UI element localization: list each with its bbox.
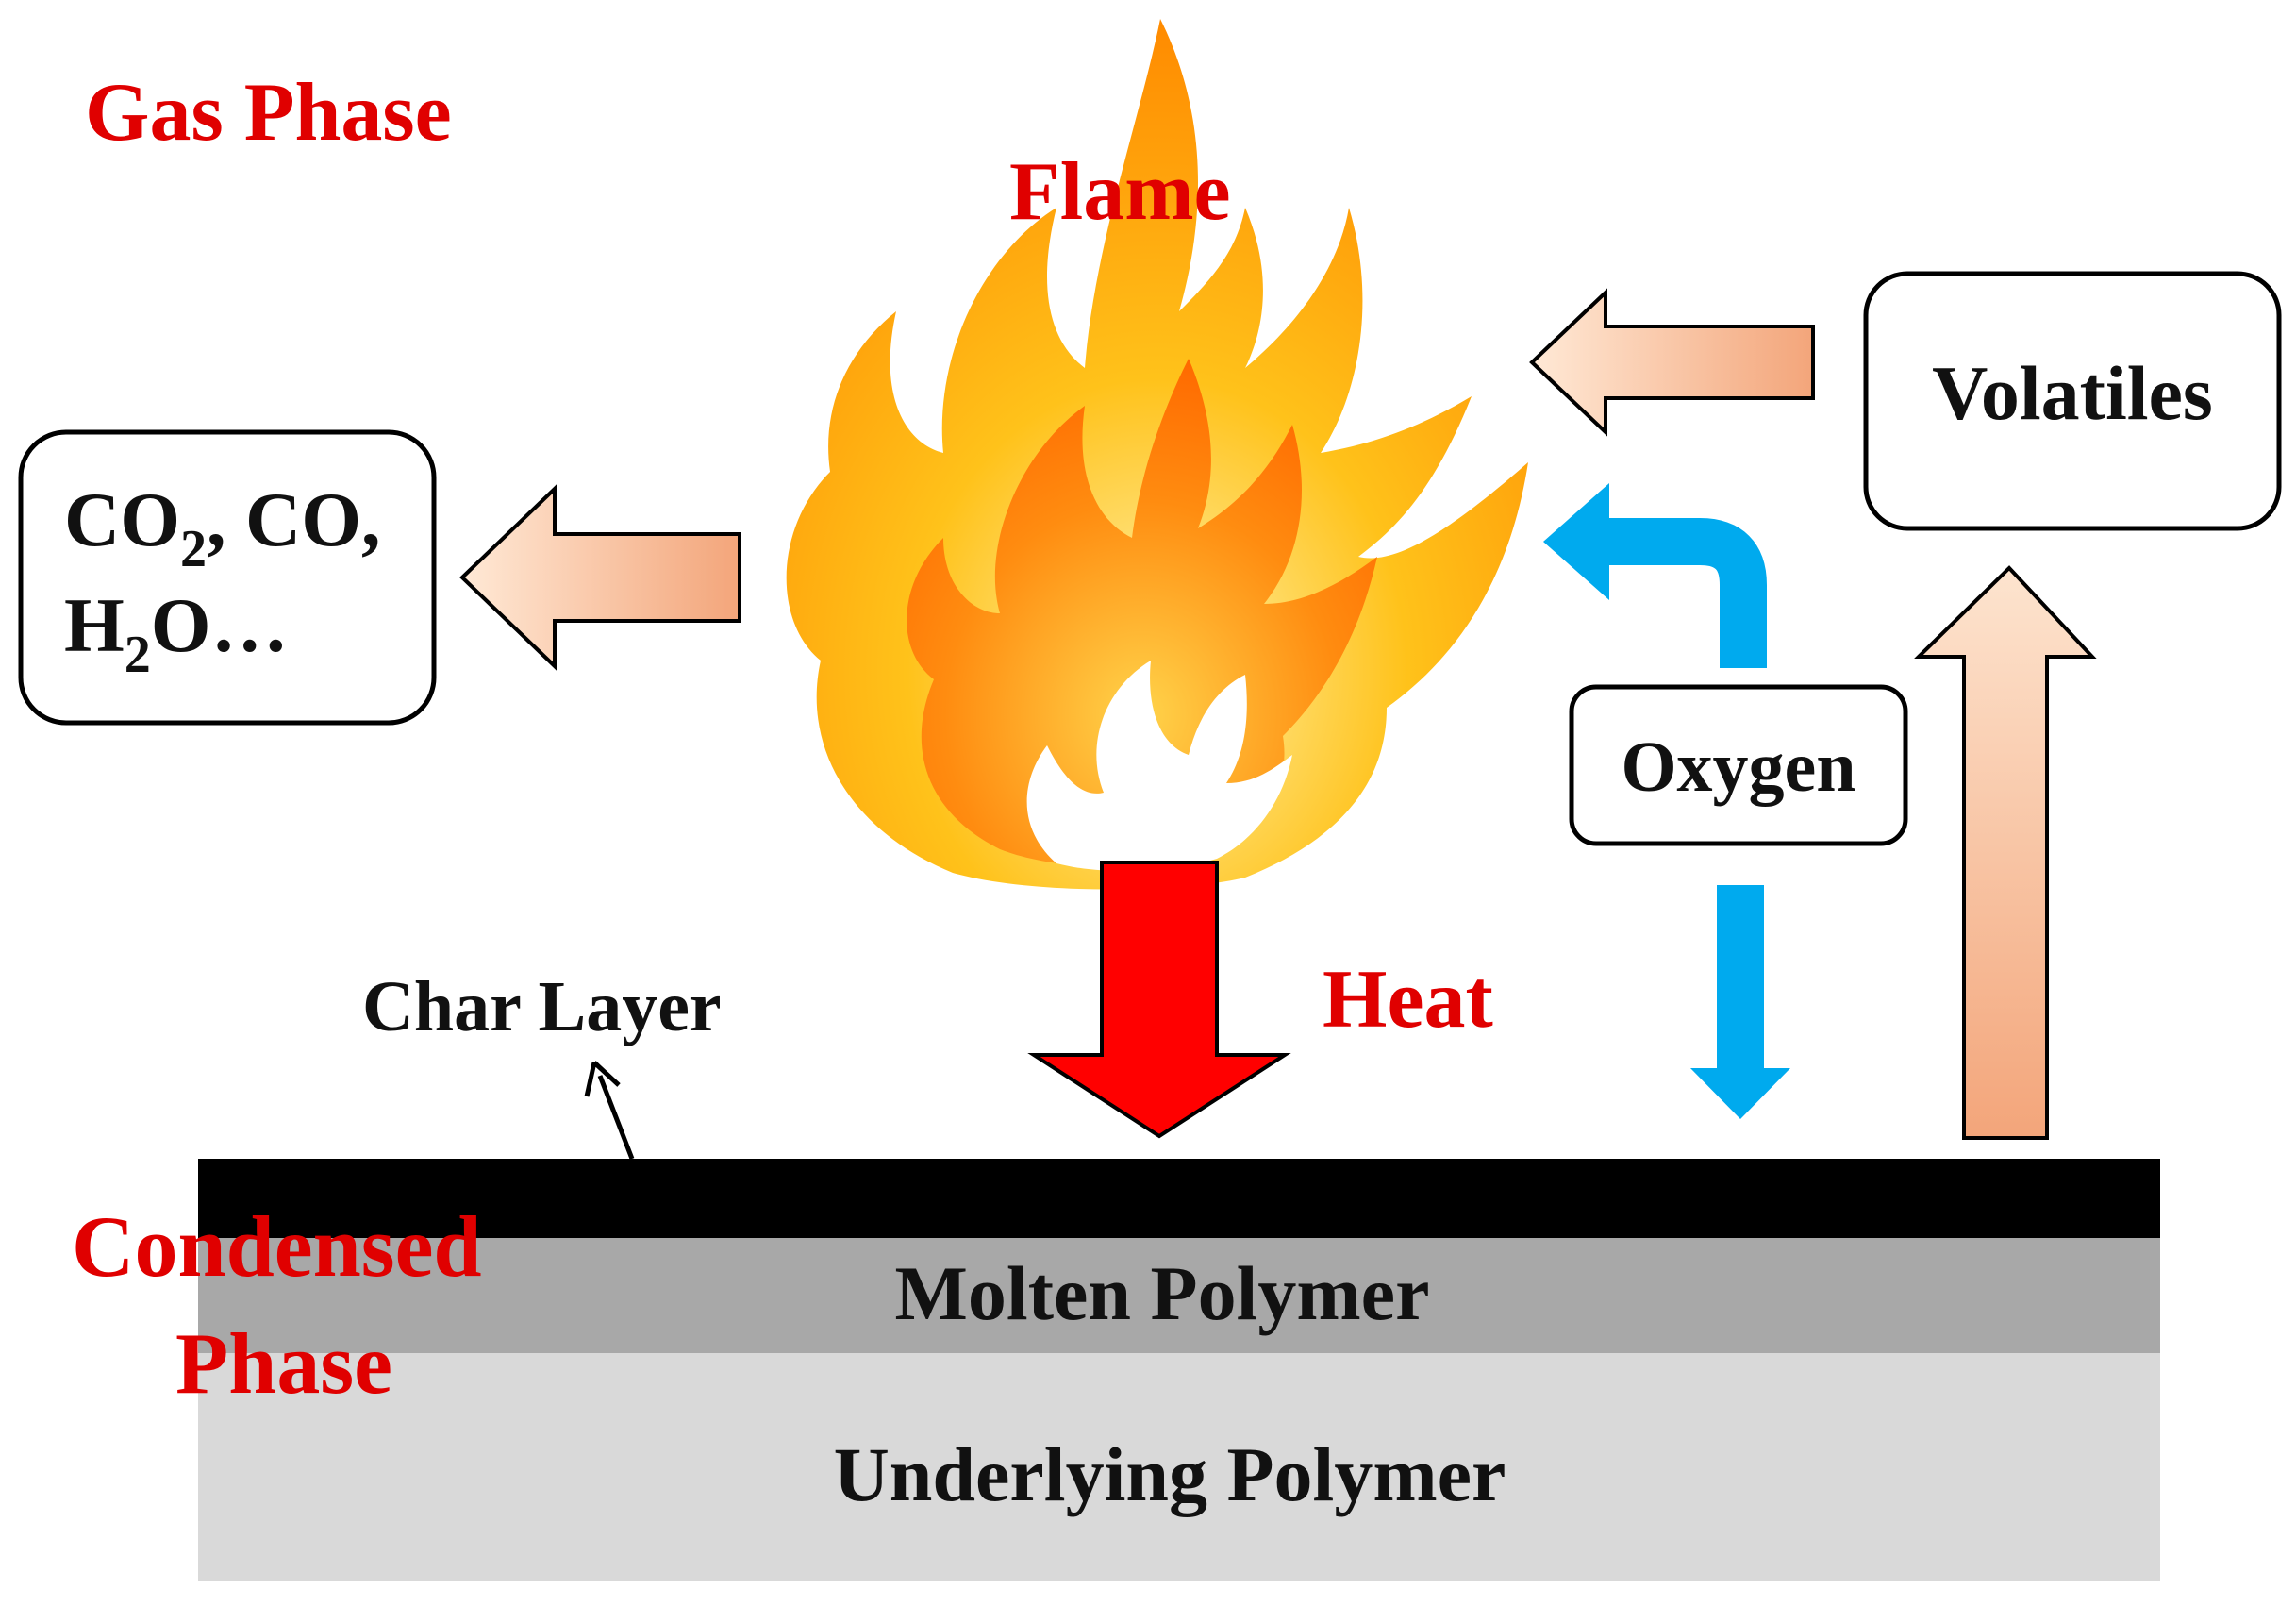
flame-label: Flame xyxy=(1009,146,1231,238)
char-layer-label: Char Layer xyxy=(362,967,722,1046)
products-line-2: H2O… xyxy=(64,582,289,684)
char-layer xyxy=(198,1159,2160,1238)
volatiles-box: Volatiles xyxy=(1863,271,2282,531)
flame-icon xyxy=(786,19,1528,890)
char-layer-pointer-icon xyxy=(584,1061,635,1160)
oxygen-up-arrow-icon xyxy=(1543,483,1767,668)
products-box-frame xyxy=(18,429,437,726)
oxygen-down-arrow-icon xyxy=(1690,885,1790,1119)
heat-label: Heat xyxy=(1323,954,1493,1046)
volatiles-to-flame-arrow-icon xyxy=(1529,288,1815,437)
products-box: CO2, CO, H2O… xyxy=(18,429,437,726)
condensed-phase-label-line-2: Phase xyxy=(175,1315,392,1412)
oxygen-label: Oxygen xyxy=(1621,728,1855,807)
volatiles-label: Volatiles xyxy=(1932,350,2213,436)
volatiles-up-arrow-icon xyxy=(1914,565,2097,1140)
volatiles-box-frame xyxy=(1863,271,2282,531)
molten-polymer-layer xyxy=(198,1236,2160,1353)
products-arrow-icon xyxy=(459,484,741,671)
molten-polymer-label: Molten Polymer xyxy=(895,1250,1430,1336)
heat-arrow-icon xyxy=(1027,861,1291,1139)
underlying-polymer-label: Underlying Polymer xyxy=(834,1431,1506,1517)
oxygen-box: Oxygen xyxy=(1569,684,1908,846)
underlying-polymer-layer xyxy=(198,1351,2160,1581)
condensed-phase-label-line-1: Condensed xyxy=(72,1198,482,1295)
products-line-1: CO2, CO, xyxy=(64,477,381,578)
oxygen-box-frame xyxy=(1569,684,1908,846)
gas-phase-label: Gas Phase xyxy=(85,67,452,159)
